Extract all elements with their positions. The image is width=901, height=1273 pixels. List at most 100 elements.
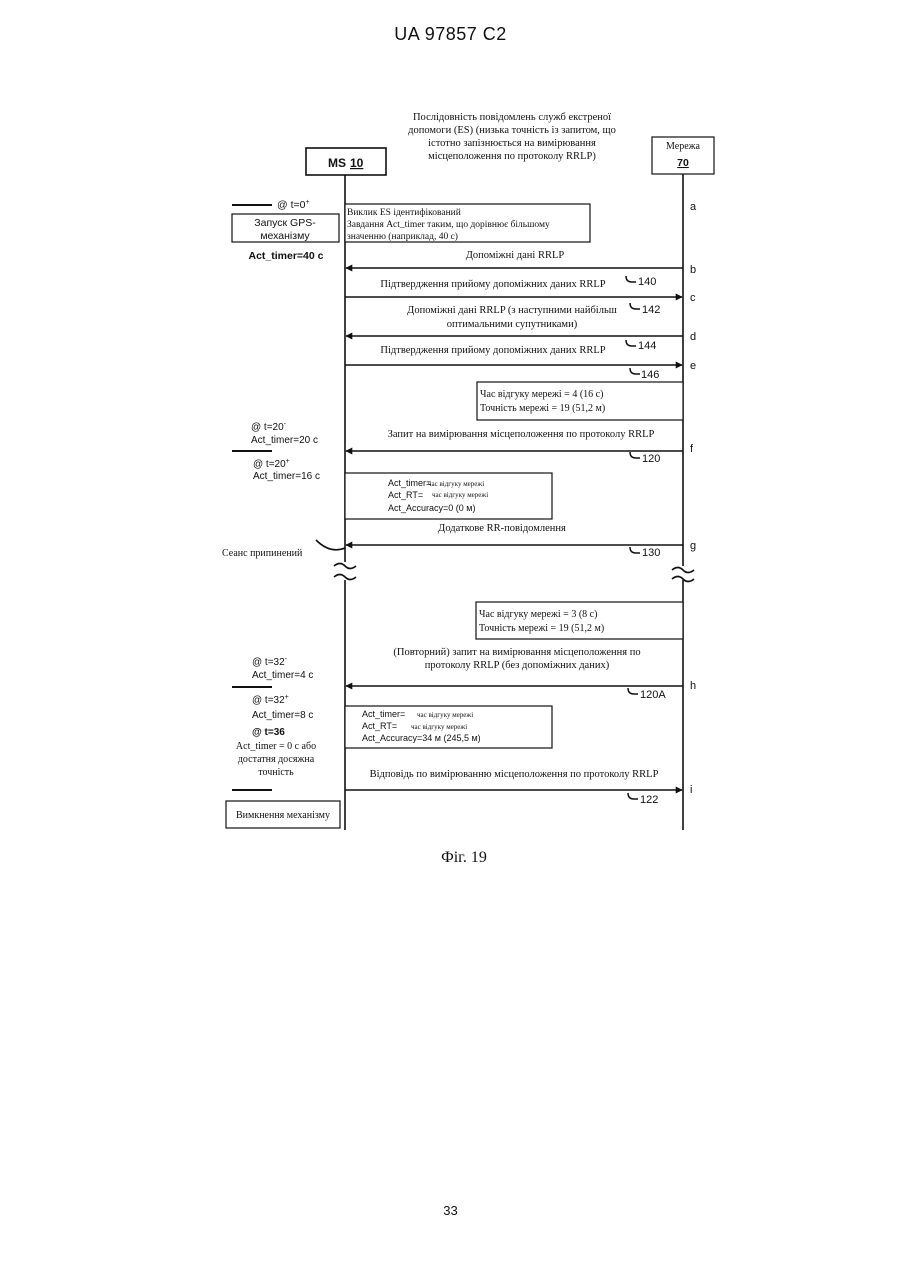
- act-timer-note: Act_timer=20 c: [251, 435, 318, 446]
- time-note: @ t=20+: [253, 458, 290, 470]
- engine-off-label: Вимкнення механізму: [236, 810, 330, 821]
- step-h: (Повторний) запит на вимірювання місцепо…: [232, 647, 683, 778]
- step-g: Додаткове RR-повідомлення 130 Сеанс прип…: [222, 523, 694, 582]
- network-label: Мережа: [666, 141, 701, 152]
- figure-caption: Фіг. 19: [441, 849, 487, 866]
- gps-start-line: Запуск GPS-: [254, 217, 316, 229]
- step-label: f: [690, 443, 694, 455]
- ms-label: MS: [328, 156, 346, 170]
- reference-number: 140: [638, 276, 656, 288]
- end-condition: достатня досяжна: [238, 754, 315, 765]
- step-labels: a b c d e f g h i: [690, 201, 697, 796]
- reference-number: 120A: [640, 689, 666, 701]
- step-label: d: [690, 331, 696, 343]
- reference-number: 144: [638, 340, 656, 352]
- step-label: i: [690, 784, 692, 796]
- reference-number: 122: [640, 794, 658, 806]
- step-label: e: [690, 360, 696, 372]
- message-label: Допоміжні дані RRLP (з наступними найбіл…: [407, 305, 617, 316]
- title-line: допомоги (ES) (низька точність із запито…: [408, 125, 616, 136]
- gps-start-line: механізму: [260, 230, 310, 242]
- step-i: Відповідь по вимірюванню місцеположення …: [226, 769, 682, 828]
- ref-hook: [630, 303, 640, 309]
- lifeline-break: [672, 568, 694, 573]
- ref-hook: [628, 793, 638, 799]
- title-line: істотно запізнюється на вимірювання: [428, 138, 596, 149]
- lifeline-break: [334, 564, 356, 569]
- ms-box-value: час відгуку мережі: [417, 711, 473, 719]
- network-box-line: Точність мережі = 19 (51,2 м): [479, 623, 604, 634]
- es-box-line: значенню (наприклад, 40 с): [347, 231, 458, 242]
- ref-hook: [628, 688, 638, 694]
- reference-number: 146: [641, 369, 659, 381]
- session-end-curve: [316, 540, 345, 550]
- ref-hook: [626, 340, 636, 346]
- step-label: g: [690, 540, 696, 552]
- network-participant: Мережа 70: [652, 137, 714, 830]
- reference-number: 130: [642, 547, 660, 559]
- message-label: Підтвердження прийому допоміжних даних R…: [380, 279, 605, 290]
- ref-hook: [630, 547, 640, 553]
- message-label: протоколу RRLP (без допоміжних даних): [425, 660, 610, 671]
- network-number: 70: [677, 157, 689, 169]
- act-timer-note: Act_timer=4 c: [252, 670, 313, 681]
- title-line: Послідовність повідомлень служб екстрено…: [413, 112, 611, 123]
- message-label: Відповідь по вимірюванню місцеположення …: [370, 769, 659, 780]
- ms-number: 10: [350, 156, 364, 170]
- network-box-line: Час відгуку мережі = 3 (8 с): [479, 609, 597, 620]
- network-box-line: Час відгуку мережі = 4 (16 с): [480, 389, 603, 400]
- act-timer-note: Act_timer=8 c: [252, 710, 313, 721]
- ms-box-key: Act_RT=: [388, 490, 423, 500]
- ms-box: [306, 148, 386, 175]
- page-number: 33: [0, 1203, 901, 1218]
- time-note: @ t=32+: [252, 694, 289, 706]
- ms-box-value: час відгуку мережі: [428, 480, 484, 488]
- step-label: h: [690, 680, 696, 692]
- reference-number: 120: [642, 453, 660, 465]
- ms-box-key: Act_RT=: [362, 721, 397, 731]
- ms-box-key: Act_Accuracy=34 м (245,5 м): [362, 733, 481, 743]
- message-label: оптимальними супутниками): [447, 319, 578, 330]
- message-label: Підтвердження прийому допоміжних даних R…: [380, 345, 605, 356]
- lifeline-break: [334, 575, 356, 580]
- es-box-line: Виклик ES ідентифікований: [347, 207, 461, 218]
- session-note: Сеанс припинений: [222, 548, 303, 559]
- network-box-line: Точність мережі = 19 (51,2 м): [480, 403, 605, 414]
- network-response-2: Час відгуку мережі = 3 (8 с) Точність ме…: [476, 602, 683, 639]
- ref-hook: [630, 368, 640, 374]
- act-timer-note: Act_timer=16 c: [253, 471, 320, 482]
- time-note: @ t=32-: [252, 656, 288, 668]
- step-label: c: [690, 292, 696, 304]
- end-condition: Act_timer = 0 c або: [236, 741, 316, 752]
- ms-box-value: час відгуку мережі: [432, 491, 488, 499]
- ref-hook: [626, 276, 636, 282]
- step-label: a: [690, 201, 697, 213]
- time-note: @ t=20-: [251, 421, 287, 433]
- message-label: (Повторний) запит на вимірювання місцепо…: [393, 647, 640, 658]
- step-f: @ t=20- Act_timer=20 c @ t=20+ Act_timer…: [232, 421, 683, 519]
- diagram-title: Послідовність повідомлень служб екстрено…: [408, 112, 616, 162]
- step-d: Підтвердження прийому допоміжних даних R…: [345, 340, 682, 381]
- ms-box-key: Act_timer=: [388, 478, 431, 488]
- ms-box-key: Act_timer=: [362, 709, 405, 719]
- step-b: Допоміжні дані RRLP Підтвердження прийом…: [345, 250, 683, 297]
- ms-box-key: Act_Accuracy=0 (0 м): [388, 503, 475, 513]
- network-response-box: [477, 382, 683, 420]
- step-c: Допоміжні дані RRLP (з наступними найбіл…: [346, 303, 683, 336]
- time-note: @ t=36: [252, 727, 285, 738]
- step-e: Час відгуку мережі = 4 (16 с) Точність м…: [477, 382, 683, 420]
- message-label: Запит на вимірювання місцеположення по п…: [388, 429, 655, 440]
- title-line: місцеположення по протоколу RRLP): [428, 151, 596, 162]
- ms-box-value: час відгуку мережі: [411, 723, 467, 731]
- end-condition: точність: [258, 767, 294, 778]
- ref-hook: [630, 452, 640, 458]
- es-box-line: Завдання Act_timer таким, що дорівнює бі…: [347, 219, 550, 230]
- time-note: @ t=0+: [277, 199, 310, 211]
- message-label: Допоміжні дані RRLP: [466, 250, 565, 261]
- act-timer-note: Act_timer=40 c: [248, 250, 323, 262]
- message-label: Додаткове RR-повідомлення: [438, 523, 566, 534]
- reference-number: 142: [642, 304, 660, 316]
- step-label: b: [690, 264, 696, 276]
